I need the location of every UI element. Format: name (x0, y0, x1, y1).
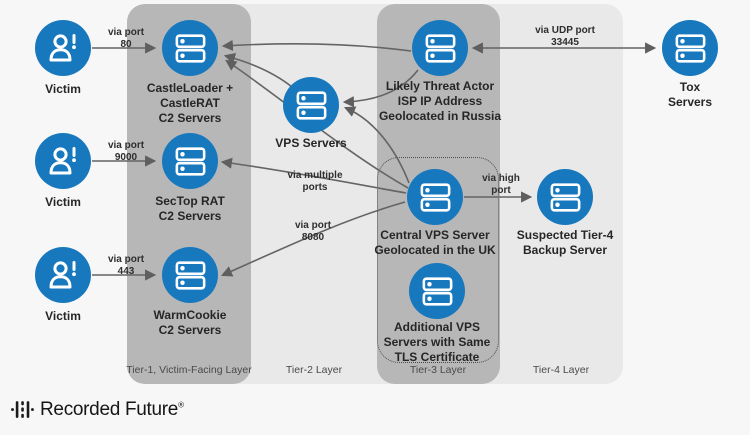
warmcookie-c2-label: WarmCookie C2 Servers (153, 308, 227, 337)
vps-servers-label: VPS Servers (275, 136, 347, 150)
victim-icon (45, 257, 81, 293)
node-tox-servers (662, 20, 718, 76)
central-vps-label: Central VPS Server Geolocated in the UK (374, 228, 496, 257)
server-icon (420, 183, 451, 212)
server-icon (175, 261, 206, 290)
server-icon (175, 147, 206, 176)
edge-label-port-8080: via port 8080 (294, 220, 332, 243)
node-backup-server (537, 169, 593, 225)
tier-4-label: Tier-4 Layer (532, 364, 590, 376)
node-central-vps (407, 169, 463, 225)
additional-vps-label: Additional VPS Servers with Same TLS Cer… (383, 320, 491, 364)
edge-label-port-443: via port 443 (107, 254, 145, 277)
server-icon (550, 183, 581, 212)
tier-2-label: Tier-2 Layer (285, 364, 343, 376)
sectop-c2-label: SecTop RAT C2 Servers (155, 194, 225, 223)
victim-3-label: Victim (45, 309, 81, 323)
node-victim-3 (35, 247, 91, 303)
node-threat-actor-isp (412, 20, 468, 76)
node-victim-1 (35, 20, 91, 76)
recorded-future-logo: Recorded Future® (11, 398, 184, 421)
recorded-future-mark-icon (11, 401, 34, 418)
recorded-future-wordmark: Recorded Future® (40, 398, 184, 420)
tier-3-label: Tier-3 Layer (409, 364, 467, 376)
node-sectop-c2 (162, 133, 218, 189)
server-icon (175, 34, 206, 63)
node-victim-2 (35, 133, 91, 189)
edge-label-udp-33445: via UDP port 33445 (535, 25, 595, 48)
tox-servers-label: Tox Servers (667, 80, 713, 109)
registered-mark: ® (178, 400, 184, 410)
node-additional-vps (409, 263, 465, 319)
victim-1-label: Victim (45, 82, 81, 96)
node-warmcookie-c2 (162, 247, 218, 303)
victim-icon (45, 143, 81, 179)
edge-label-multiple-ports: via multiple ports (287, 170, 343, 193)
tier-1-label: Tier-1, Victim-Facing Layer (126, 364, 252, 376)
node-vps-servers (283, 77, 339, 133)
node-castleloader-c2 (162, 20, 218, 76)
threat-actor-isp-label: Likely Threat Actor ISP IP Address Geolo… (378, 79, 502, 123)
server-icon (425, 34, 456, 63)
castleloader-c2-label: CastleLoader + CastleRAT C2 Servers (146, 81, 234, 125)
server-icon (422, 277, 453, 306)
server-icon (296, 91, 327, 120)
edge-label-high-port: via high port (482, 173, 520, 196)
edge-label-port-9000: via port 9000 (107, 140, 145, 163)
backup-server-label: Suspected Tier-4 Backup Server (516, 228, 614, 257)
edge-label-port-80: via port 80 (107, 27, 145, 50)
victim-2-label: Victim (45, 195, 81, 209)
server-icon (675, 34, 706, 63)
victim-icon (45, 30, 81, 66)
